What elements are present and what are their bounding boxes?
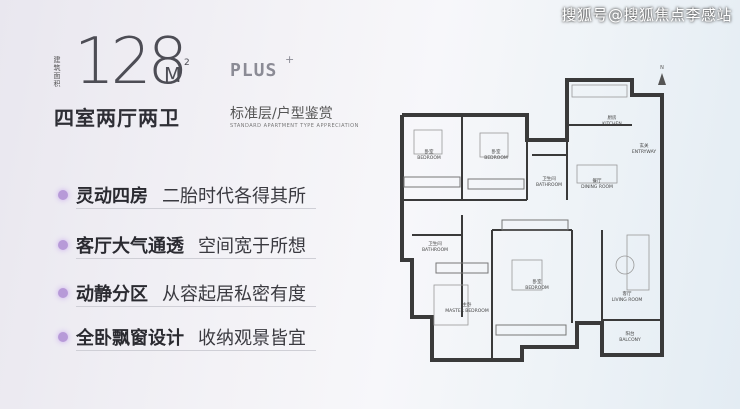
- area-unit: M: [164, 63, 182, 87]
- subtitle: 标准层/户型鉴赏: [230, 106, 333, 122]
- room-label: 餐厅: [593, 177, 602, 184]
- room-label-en: LIVING ROOM: [612, 297, 643, 303]
- feature-item: 动静分区从容起居私密有度: [50, 278, 320, 310]
- layout-title: 四室两厅两卫: [54, 106, 180, 130]
- feature-title: 客厅大气通透: [76, 236, 184, 257]
- feature-desc: 从容起居私密有度: [162, 284, 306, 305]
- room-label-en: BEDROOM: [484, 155, 508, 161]
- feature-desc: 二胎时代各得其所: [162, 186, 306, 207]
- feature-title: 全卧飘窗设计: [76, 328, 184, 349]
- room-label: 卧室: [492, 148, 501, 155]
- floor-plan-drawing: N: [400, 65, 666, 362]
- room-label: 玄关: [640, 142, 649, 149]
- north-arrow-icon: N: [658, 65, 666, 85]
- feature-title: 灵动四房: [76, 186, 148, 207]
- room-label-en: BALCONY: [619, 337, 641, 343]
- room-label-en: KITCHEN: [602, 121, 622, 127]
- room-label: 卧室: [425, 148, 434, 155]
- room-label: 客厅: [623, 290, 632, 297]
- room-label-en: BATHROOM: [422, 247, 448, 253]
- feature-item: 全卧飘窗设计收纳观景皆宜: [50, 322, 320, 354]
- plus-logo: PLUS: [230, 60, 278, 81]
- divider: [76, 208, 316, 209]
- area-number: 128: [74, 25, 188, 99]
- feature-title: 动静分区: [76, 284, 148, 305]
- room-label-en: BEDROOM: [525, 285, 549, 291]
- area-unit-superscript: 2: [184, 58, 190, 68]
- floor-plan: N: [372, 55, 717, 405]
- bullet-dot-icon: [58, 190, 68, 200]
- bullet-dot-icon: [58, 240, 68, 250]
- divider: [76, 306, 316, 307]
- feature-item: 灵动四房二胎时代各得其所: [50, 180, 320, 212]
- room-label: 卫生间: [428, 240, 442, 247]
- inner-walls: [402, 115, 662, 360]
- room-label-en: ENTRYWAY: [632, 149, 656, 155]
- divider: [76, 350, 316, 351]
- room-label: 主卧: [463, 301, 472, 308]
- area-label: 建筑面积: [53, 56, 61, 88]
- furniture: [413, 84, 650, 326]
- feature-desc: 空间宽于所想: [198, 236, 306, 257]
- windows: [403, 176, 569, 336]
- room-label: 厨房: [608, 114, 617, 121]
- subtitle-english: STANDARD APARTMENT TYPE APPRECIATION: [230, 123, 359, 129]
- room-label: 卧室: [533, 278, 542, 285]
- room-label-en: MASTER BEDROOM: [445, 308, 489, 314]
- svg-text:N: N: [660, 65, 664, 71]
- plus-logo-sup: +: [285, 53, 295, 66]
- feature-item: 客厅大气通透空间宽于所想: [50, 230, 320, 262]
- room-label-en: DINING ROOM: [581, 184, 613, 190]
- room-label: 阳台: [626, 330, 635, 337]
- room-label: 卫生间: [542, 175, 556, 182]
- bullet-dot-icon: [58, 288, 68, 298]
- room-label-en: BATHROOM: [536, 182, 562, 188]
- watermark-text: 搜狐号@搜狐焦点李感站: [561, 6, 732, 24]
- bullet-dot-icon: [58, 332, 68, 342]
- feature-desc: 收纳观景皆宜: [198, 328, 306, 349]
- room-label-en: BEDROOM: [417, 155, 441, 161]
- divider: [76, 258, 316, 259]
